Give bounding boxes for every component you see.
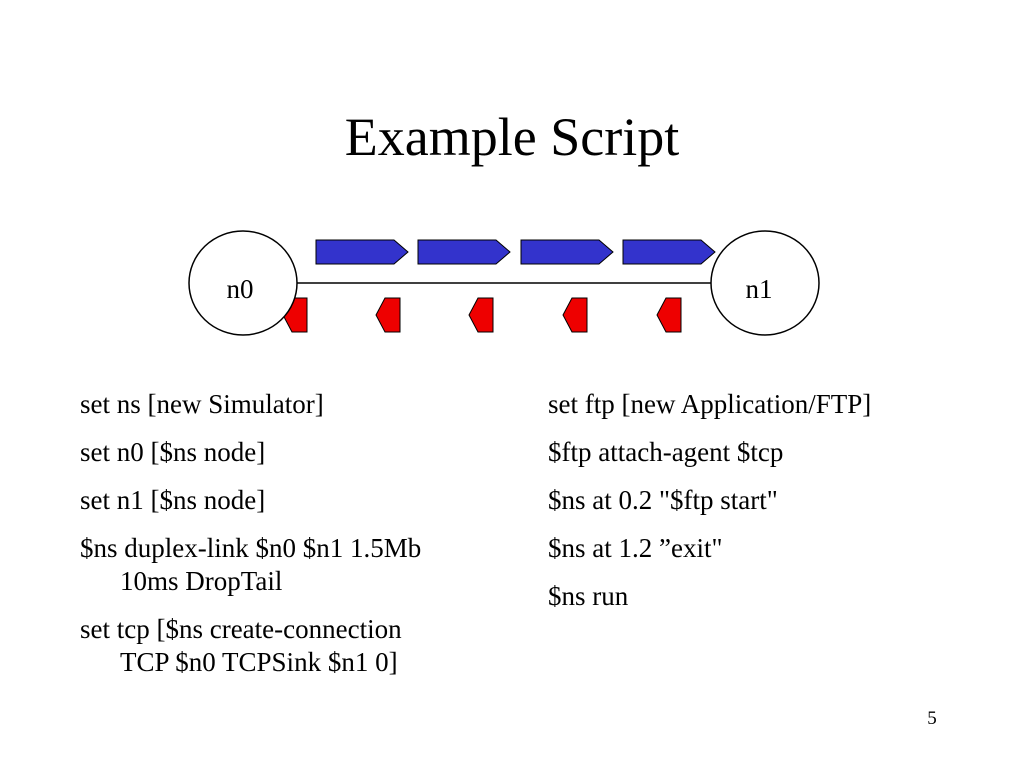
script-line-wrapped: set tcp [$ns create-connection TCP $n0 T… bbox=[80, 613, 530, 679]
script-line-continuation: TCP $n0 TCPSink $n1 0] bbox=[120, 647, 398, 677]
data-packet bbox=[315, 239, 409, 265]
ack-packet bbox=[562, 297, 588, 333]
script-line: set ftp [new Application/FTP] bbox=[548, 389, 872, 419]
packet-group bbox=[282, 239, 716, 333]
script-line: set n0 [$ns node] bbox=[80, 437, 266, 467]
script-line: $ns run bbox=[548, 581, 629, 611]
script-right-column: set ftp [new Application/FTP] $ftp attac… bbox=[548, 388, 1008, 628]
script-line: set ns [new Simulator] bbox=[80, 389, 324, 419]
page-number: 5 bbox=[927, 708, 937, 729]
script-line-wrapped: $ns duplex-link $n0 $n1 1.5Mb 10ms DropT… bbox=[80, 532, 530, 598]
node-n1 bbox=[710, 230, 820, 336]
script-line: $ns at 0.2 "$ftp start" bbox=[548, 485, 778, 515]
network-diagram: n0 n1 bbox=[188, 230, 820, 336]
ack-packet bbox=[375, 297, 401, 333]
script-line-continuation: 10ms DropTail bbox=[120, 566, 283, 596]
script-left-column: set ns [new Simulator] set n0 [$ns node]… bbox=[80, 388, 530, 679]
script-line: set tcp [$ns create-connection bbox=[80, 614, 402, 644]
node-n0 bbox=[188, 230, 298, 336]
slide-title: Example Script bbox=[344, 107, 680, 167]
script-line: $ns at 1.2 ”exit" bbox=[548, 533, 723, 563]
ack-packet bbox=[468, 297, 494, 333]
script-line: $ns duplex-link $n0 $n1 1.5Mb bbox=[80, 533, 422, 563]
node-label-n1: n1 bbox=[746, 274, 773, 304]
script-line: set n1 [$ns node] bbox=[80, 485, 266, 515]
ack-packet bbox=[656, 297, 682, 333]
data-packet bbox=[417, 239, 511, 265]
data-packet bbox=[520, 239, 614, 265]
script-line: $ftp attach-agent $tcp bbox=[548, 437, 784, 467]
node-label-n0: n0 bbox=[227, 274, 254, 304]
data-packet bbox=[622, 239, 716, 265]
